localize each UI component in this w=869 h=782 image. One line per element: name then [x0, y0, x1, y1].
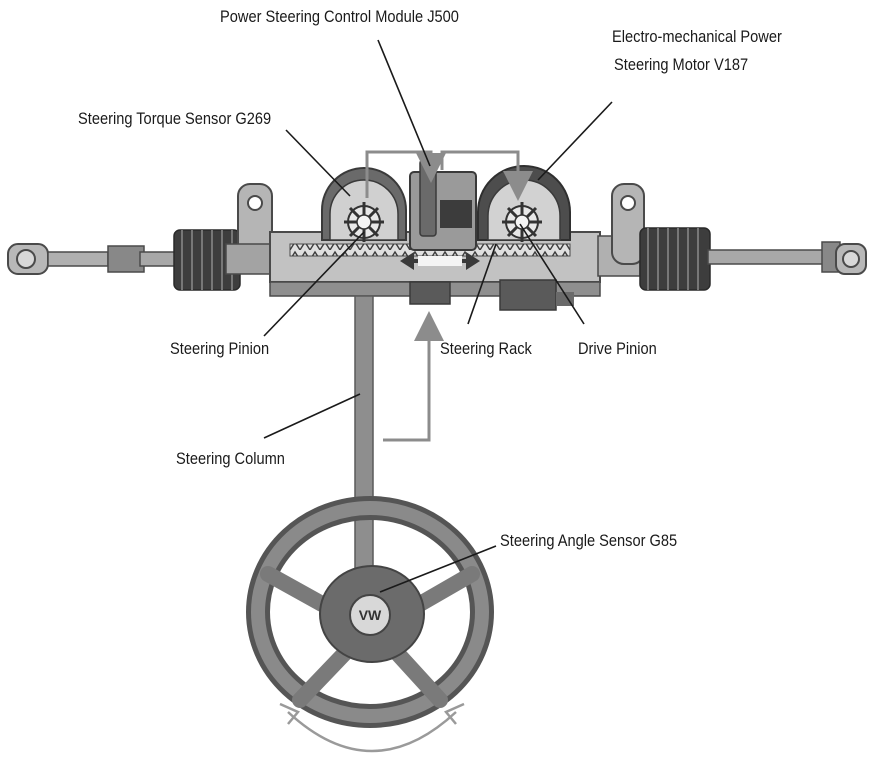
right-tie-rod	[707, 241, 867, 275]
vw-emblem-text: VW	[358, 607, 382, 623]
wheel-rotation-arrow	[279, 702, 465, 753]
right-mount-bracket	[597, 183, 645, 277]
label-steering-rack: Steering Rack	[440, 339, 532, 358]
label-motor-line1: Electro-mechanical Power	[612, 27, 782, 46]
leader-lines	[263, 39, 613, 593]
left-bellows-boot	[173, 229, 241, 291]
steering-pinion-gear	[344, 202, 384, 242]
vw-emblem: VW	[349, 594, 391, 636]
label-torque-sensor: Steering Torque Sensor G269	[78, 109, 272, 128]
steering-wheel	[246, 496, 494, 728]
label-motor-line2: Steering Motor V187	[614, 55, 749, 74]
label-drive-pinion: Drive Pinion	[578, 339, 657, 358]
label-control-module: Power Steering Control Module J500	[220, 7, 459, 26]
label-steering-column: Steering Column	[176, 449, 285, 468]
signal-lines	[365, 150, 533, 442]
right-bellows-boot	[639, 227, 711, 291]
label-angle-sensor: Steering Angle Sensor G85	[500, 531, 678, 550]
rack-direction-arrow	[400, 252, 480, 270]
left-tie-rod	[7, 243, 177, 275]
drive-pinion-gear	[502, 202, 542, 242]
label-steering-pinion: Steering Pinion	[170, 339, 270, 358]
